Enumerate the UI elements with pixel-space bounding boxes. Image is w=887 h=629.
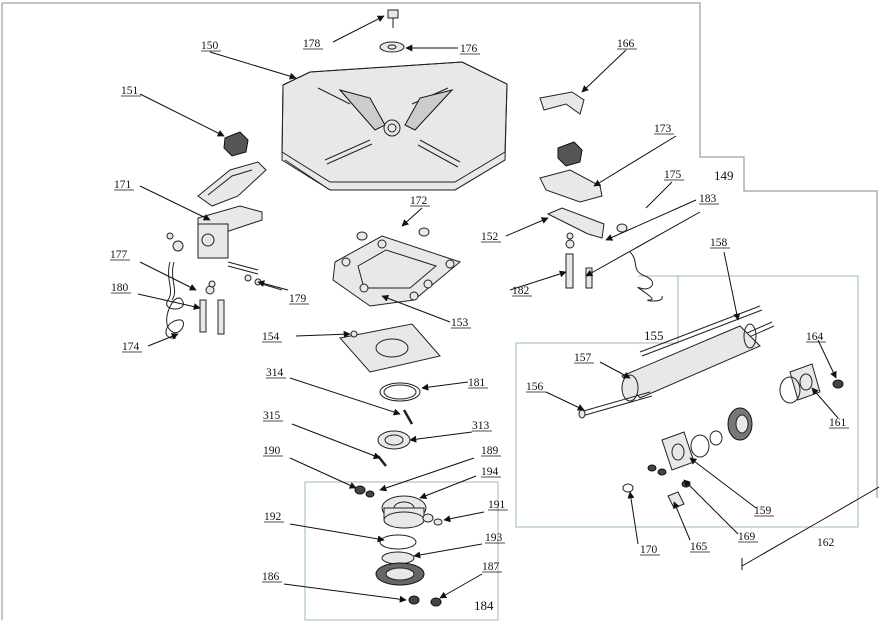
endcap-159 — [661, 431, 710, 471]
nuts-169 — [647, 464, 691, 488]
oring-181 — [379, 382, 421, 402]
label-161: 161 — [829, 417, 847, 429]
nut-170 — [622, 483, 634, 493]
endcap-161 — [779, 363, 821, 404]
bracket-162 — [741, 486, 880, 570]
label-169: 169 — [738, 531, 756, 543]
label-181: 181 — [468, 377, 486, 389]
label-153: 153 — [451, 317, 469, 329]
oring-192 — [379, 534, 417, 550]
label-189: 189 — [481, 445, 499, 457]
bolt-178 — [387, 9, 399, 28]
label-314: 314 — [266, 367, 284, 379]
plate-154 — [339, 323, 441, 373]
label-group-155: 155 — [644, 328, 664, 343]
label-191: 191 — [488, 499, 506, 511]
pins-177 — [199, 280, 225, 335]
label-152: 152 — [481, 231, 499, 243]
jaw-166 — [539, 91, 585, 115]
label-186: 186 — [262, 571, 280, 583]
collar-313 — [377, 430, 411, 450]
label-157: 157 — [574, 352, 592, 364]
label-177: 177 — [110, 249, 128, 261]
frame-155 — [515, 275, 859, 528]
bearing-194 — [381, 495, 427, 529]
label-174: 174 — [122, 341, 140, 353]
leader-lines — [137, 15, 839, 603]
spring-180 — [165, 261, 184, 339]
frame-149 — [1, 2, 878, 620]
label-180: 180 — [111, 282, 129, 294]
spring-right — [585, 251, 663, 302]
label-group-149: 149 — [714, 168, 734, 183]
label-158: 158 — [710, 237, 728, 249]
slide-171 — [166, 205, 283, 291]
label-194: 194 — [481, 466, 499, 478]
nuts-172 — [356, 227, 430, 241]
washer-176 — [379, 41, 405, 53]
label-162: 162 — [817, 537, 835, 549]
screws-190 — [354, 485, 375, 498]
jaw-holder-left — [197, 161, 267, 207]
clamp-block-151 — [223, 131, 249, 157]
label-187: 187 — [482, 561, 500, 573]
label-154: 154 — [262, 331, 280, 343]
table-plate — [281, 61, 508, 191]
label-172: 172 — [410, 195, 428, 207]
frame-153 — [332, 235, 462, 307]
label-313: 313 — [472, 420, 490, 432]
rod-156 — [578, 391, 653, 419]
fitting-165 — [667, 491, 685, 509]
label-171: 171 — [114, 179, 132, 191]
label-182: 182 — [512, 285, 530, 297]
label-193: 193 — [485, 532, 503, 544]
label-315: 315 — [263, 410, 281, 422]
piston-disc — [709, 407, 753, 446]
housing-186 — [375, 562, 442, 607]
nut-164 — [832, 379, 844, 389]
label-151: 151 — [121, 85, 139, 97]
tube-157 — [621, 323, 761, 402]
label-150: 150 — [201, 40, 219, 52]
label-156: 156 — [526, 381, 544, 393]
label-192: 192 — [264, 511, 282, 523]
label-166: 166 — [617, 38, 635, 50]
label-183: 183 — [699, 193, 717, 205]
pin-314 — [402, 409, 414, 425]
label-175: 175 — [664, 169, 682, 181]
jaw-holder-right — [539, 169, 603, 203]
part-labels: 150 178 176 166 151 173 149 175 171 172 … — [110, 38, 847, 613]
label-176: 176 — [460, 43, 478, 55]
label-173: 173 — [654, 123, 672, 135]
screws-191 — [422, 513, 443, 526]
label-190: 190 — [263, 445, 281, 457]
label-178: 178 — [303, 38, 321, 50]
pin-182 — [565, 232, 575, 289]
label-170: 170 — [640, 544, 658, 556]
nut-175 — [616, 223, 628, 233]
label-group-184: 184 — [474, 598, 494, 613]
ring-193 — [381, 551, 415, 565]
label-164: 164 — [806, 331, 824, 343]
clamp-block-173 — [557, 141, 583, 167]
plate-152 — [546, 207, 605, 239]
frame-184 — [304, 481, 499, 621]
label-underlines — [110, 48, 849, 583]
label-179: 179 — [289, 293, 307, 305]
label-159: 159 — [754, 505, 772, 517]
label-165: 165 — [690, 541, 708, 553]
